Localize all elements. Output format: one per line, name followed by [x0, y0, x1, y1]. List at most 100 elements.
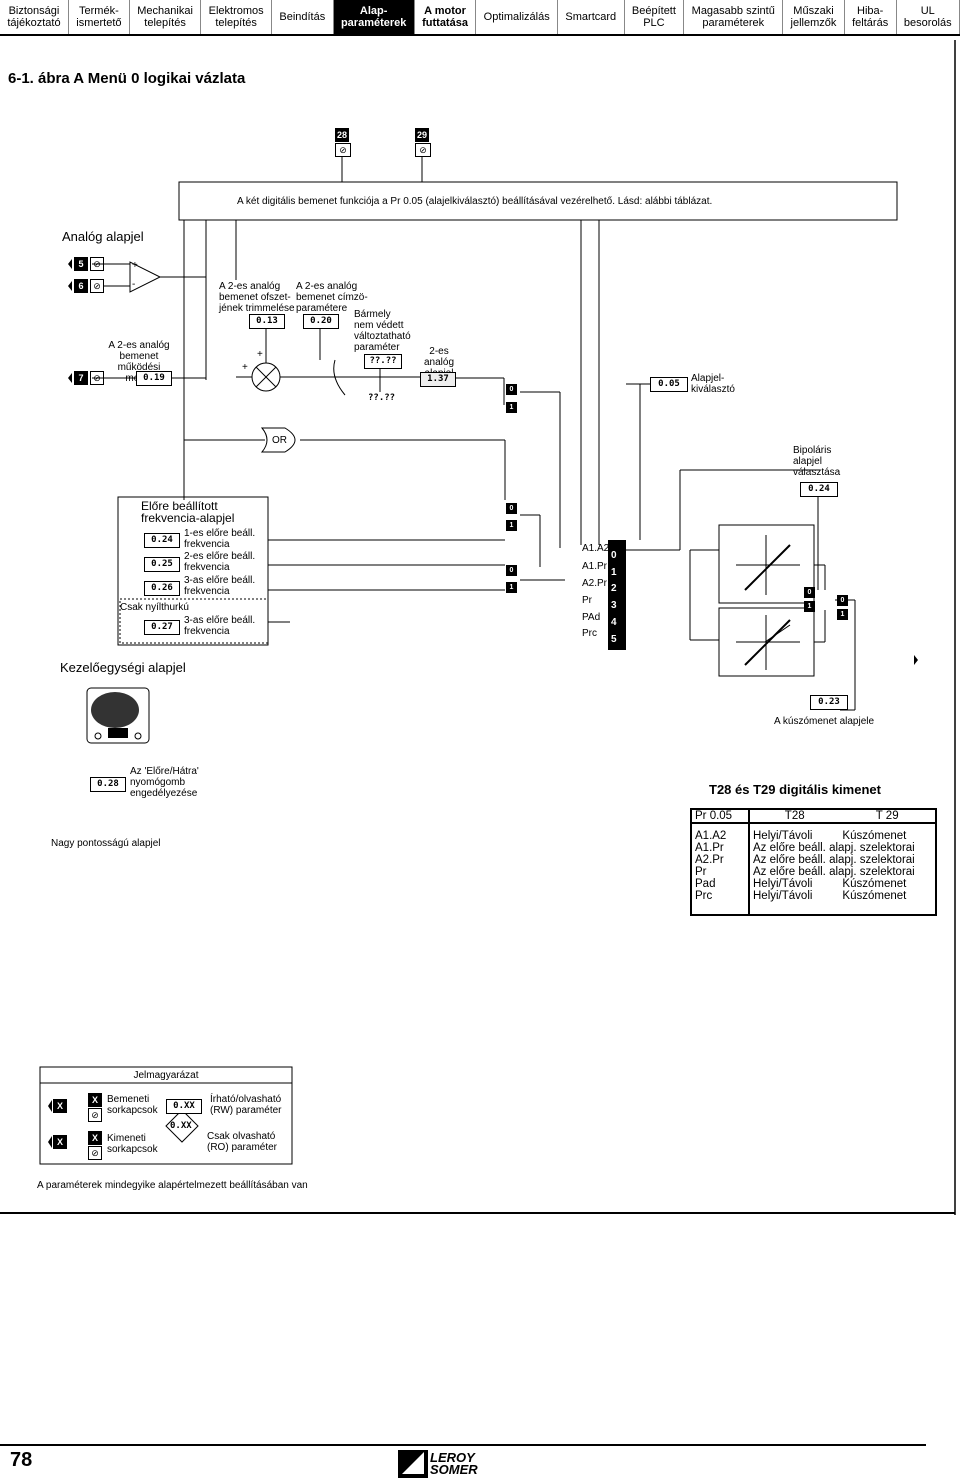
switch-e-0: 0: [837, 595, 848, 606]
table-row: Pr Az előre beáll. alapj. szelektorai: [691, 866, 936, 878]
default-note: A paraméterek mindegyike alapértelmezett…: [37, 1180, 308, 1191]
nav-tab-ul[interactable]: UL besorolás: [897, 0, 960, 34]
param-0-19[interactable]: 0.19: [136, 371, 172, 386]
terminal-29: 29: [415, 128, 429, 142]
table-row: A2.Pr Az előre beáll. alapj. szelektorai: [691, 854, 936, 866]
keypad-image: [87, 688, 149, 743]
table-header-t29: T 29: [875, 810, 899, 822]
nav-tab-running-motor[interactable]: A motor futtatása: [415, 0, 477, 34]
option-a2pr: A2.Pr: [582, 578, 608, 589]
terminal-6-symbol-icon: ⊘: [90, 279, 104, 293]
table-row: Pad Helyi/Távoli Kúszómenet: [691, 878, 936, 890]
preset-4-label: 3-as előre beáll. frekvencia: [184, 615, 256, 637]
table-row: Prc Helyi/Távoli Kúszómenet: [691, 890, 936, 915]
nav-tab-product[interactable]: Termék- ismertető: [69, 0, 130, 34]
switch-a-0: 0: [506, 384, 517, 395]
terminal-29-symbol-icon: ⊘: [415, 143, 431, 157]
figure-title: 6-1. ábra A Menü 0 logikai vázlata: [8, 70, 246, 87]
output-table: Pr 0.05 T28 T 29 A1.A2 Helyi/Távoli Kúsz…: [690, 808, 937, 916]
param-0-24[interactable]: 0.24: [144, 533, 180, 548]
param-0-27[interactable]: 0.27: [144, 620, 180, 635]
nav-tab-technical[interactable]: Műszaki jellemzők: [783, 0, 845, 34]
any-param-label: Bármely nem védett változtatható paramét…: [354, 309, 411, 353]
legend-input-symbol-icon: ⊘: [88, 1108, 102, 1122]
param-0-05[interactable]: 0.05: [650, 377, 688, 392]
sum-plus-left: +: [242, 362, 248, 373]
table-row: A1.A2 Helyi/Távoli Kúszómenet: [691, 823, 936, 842]
legend-ro-param: 0.XX: [170, 1121, 192, 1131]
nav-tab-electrical[interactable]: Elektromos telepítés: [201, 0, 272, 34]
option-pr: Pr: [582, 595, 592, 606]
selector-num-0: 0: [611, 550, 617, 561]
selector-label: Alapjel- kiválasztó: [691, 373, 735, 395]
offset-label: A 2-es analóg bemenet ofszet- jének trim…: [219, 281, 295, 314]
opamp-minus: -: [132, 279, 136, 290]
legend-output-label: Kimeneti sorkapcsok: [107, 1133, 158, 1155]
openloop-label: Csak nyílthurkú: [120, 602, 189, 613]
legend-input-label: Bemeneti sorkapcsok: [107, 1094, 158, 1116]
terminal-28: 28: [335, 128, 349, 142]
param-0-20[interactable]: 0.20: [303, 314, 339, 329]
option-pad: PAd: [582, 612, 601, 623]
table-header-t28: T28: [784, 810, 805, 822]
nav-tab-mechanical[interactable]: Mechanikai telepítés: [130, 0, 202, 34]
legend-title: Jelmagyarázat: [133, 1070, 199, 1081]
leroy-somer-logo: LEROY SOMER: [430, 1450, 478, 1477]
param-0-25[interactable]: 0.25: [144, 557, 180, 572]
option-prc: Prc: [582, 628, 597, 639]
nav-tab-plc[interactable]: Beépített PLC: [625, 0, 685, 34]
legend-output-x: X: [88, 1131, 102, 1145]
nav-tab-diagnostics[interactable]: Hiba- feltárás: [845, 0, 897, 34]
terminal-5: 5: [74, 257, 88, 271]
dest-label: A 2-es analóg bemenet címzö- paramétere: [296, 281, 368, 314]
analog-heading: Analóg alapjel: [62, 229, 144, 244]
param-0-26[interactable]: 0.26: [144, 581, 180, 596]
nav-tab-safety[interactable]: Biztonsági tájékoztató: [0, 0, 69, 34]
legend-input-x: X: [88, 1093, 102, 1107]
param-0-28[interactable]: 0.28: [90, 777, 126, 792]
param-0-23[interactable]: 0.23: [810, 695, 848, 710]
nav-tab-basic-params[interactable]: Alap- paraméterek: [333, 0, 415, 34]
switch-a-1: 1: [506, 402, 517, 413]
nav-tab-startup[interactable]: Beindítás: [272, 0, 334, 34]
option-a1a2: A1.A2: [582, 543, 610, 554]
nav-tab-optimization[interactable]: Optimalizálás: [476, 0, 559, 34]
terminal-5-symbol-icon: ⊘: [90, 257, 104, 271]
switch-b-0: 0: [506, 503, 517, 514]
param-0-13[interactable]: 0.13: [249, 314, 285, 329]
selector-num-5: 5: [611, 634, 617, 645]
sum-plus-top: +: [257, 349, 263, 360]
legend-output-symbol-icon: ⊘: [88, 1146, 102, 1160]
table-title: T28 és T29 digitális kimenet: [709, 782, 881, 797]
table-row: A1.Pr Az előre beáll. alapj. szelektorai: [691, 842, 936, 854]
selector-num-4: 4: [611, 617, 617, 628]
nav-tab-smartcard[interactable]: Smartcard: [558, 0, 625, 34]
legend-rw-param: 0.XX: [166, 1099, 202, 1114]
switch-e-1: 1: [837, 609, 848, 620]
switch-d-1: 1: [804, 601, 815, 612]
param-0-24-bipolar[interactable]: 0.24: [800, 482, 838, 497]
terminal-7-symbol-icon: ⊘: [90, 371, 104, 385]
selector-num-1: 1: [611, 567, 617, 578]
terminal-7: 7: [74, 371, 88, 385]
preset-3-label: 3-as előre beáll. frekvencia: [184, 575, 256, 597]
option-a1pr: A1.Pr: [582, 561, 608, 572]
or-gate-label: OR: [272, 435, 287, 446]
top-nav: Biztonsági tájékoztató Termék- ismertető…: [0, 0, 960, 36]
preset-2-label: 2-es előre beáll. frekvencia: [184, 551, 256, 573]
switch-d-0: 0: [804, 587, 815, 598]
bipolar-label: Bipoláris alapjel választása: [793, 445, 841, 478]
legend-ro-label: Csak olvasható (RO) paraméter: [207, 1131, 278, 1153]
preset-heading: Előre beállított frekvencia-alapjel: [141, 499, 235, 525]
table-header-pr: Pr 0.05: [691, 809, 750, 823]
nav-tab-advanced[interactable]: Magasabb szintű paraméterek: [684, 0, 784, 34]
param-1-37: 1.37: [420, 372, 456, 387]
selector-num-2: 2: [611, 583, 617, 594]
legend-rw-label: Írható/olvasható (RW) paraméter: [210, 1094, 282, 1116]
terminal-6: 6: [74, 279, 88, 293]
selector-num-3: 3: [611, 600, 617, 611]
param-any-1[interactable]: ??.??: [364, 354, 402, 369]
terminal-28-symbol-icon: ⊘: [335, 143, 351, 157]
preset-1-label: 1-es előre beáll. frekvencia: [184, 528, 256, 550]
